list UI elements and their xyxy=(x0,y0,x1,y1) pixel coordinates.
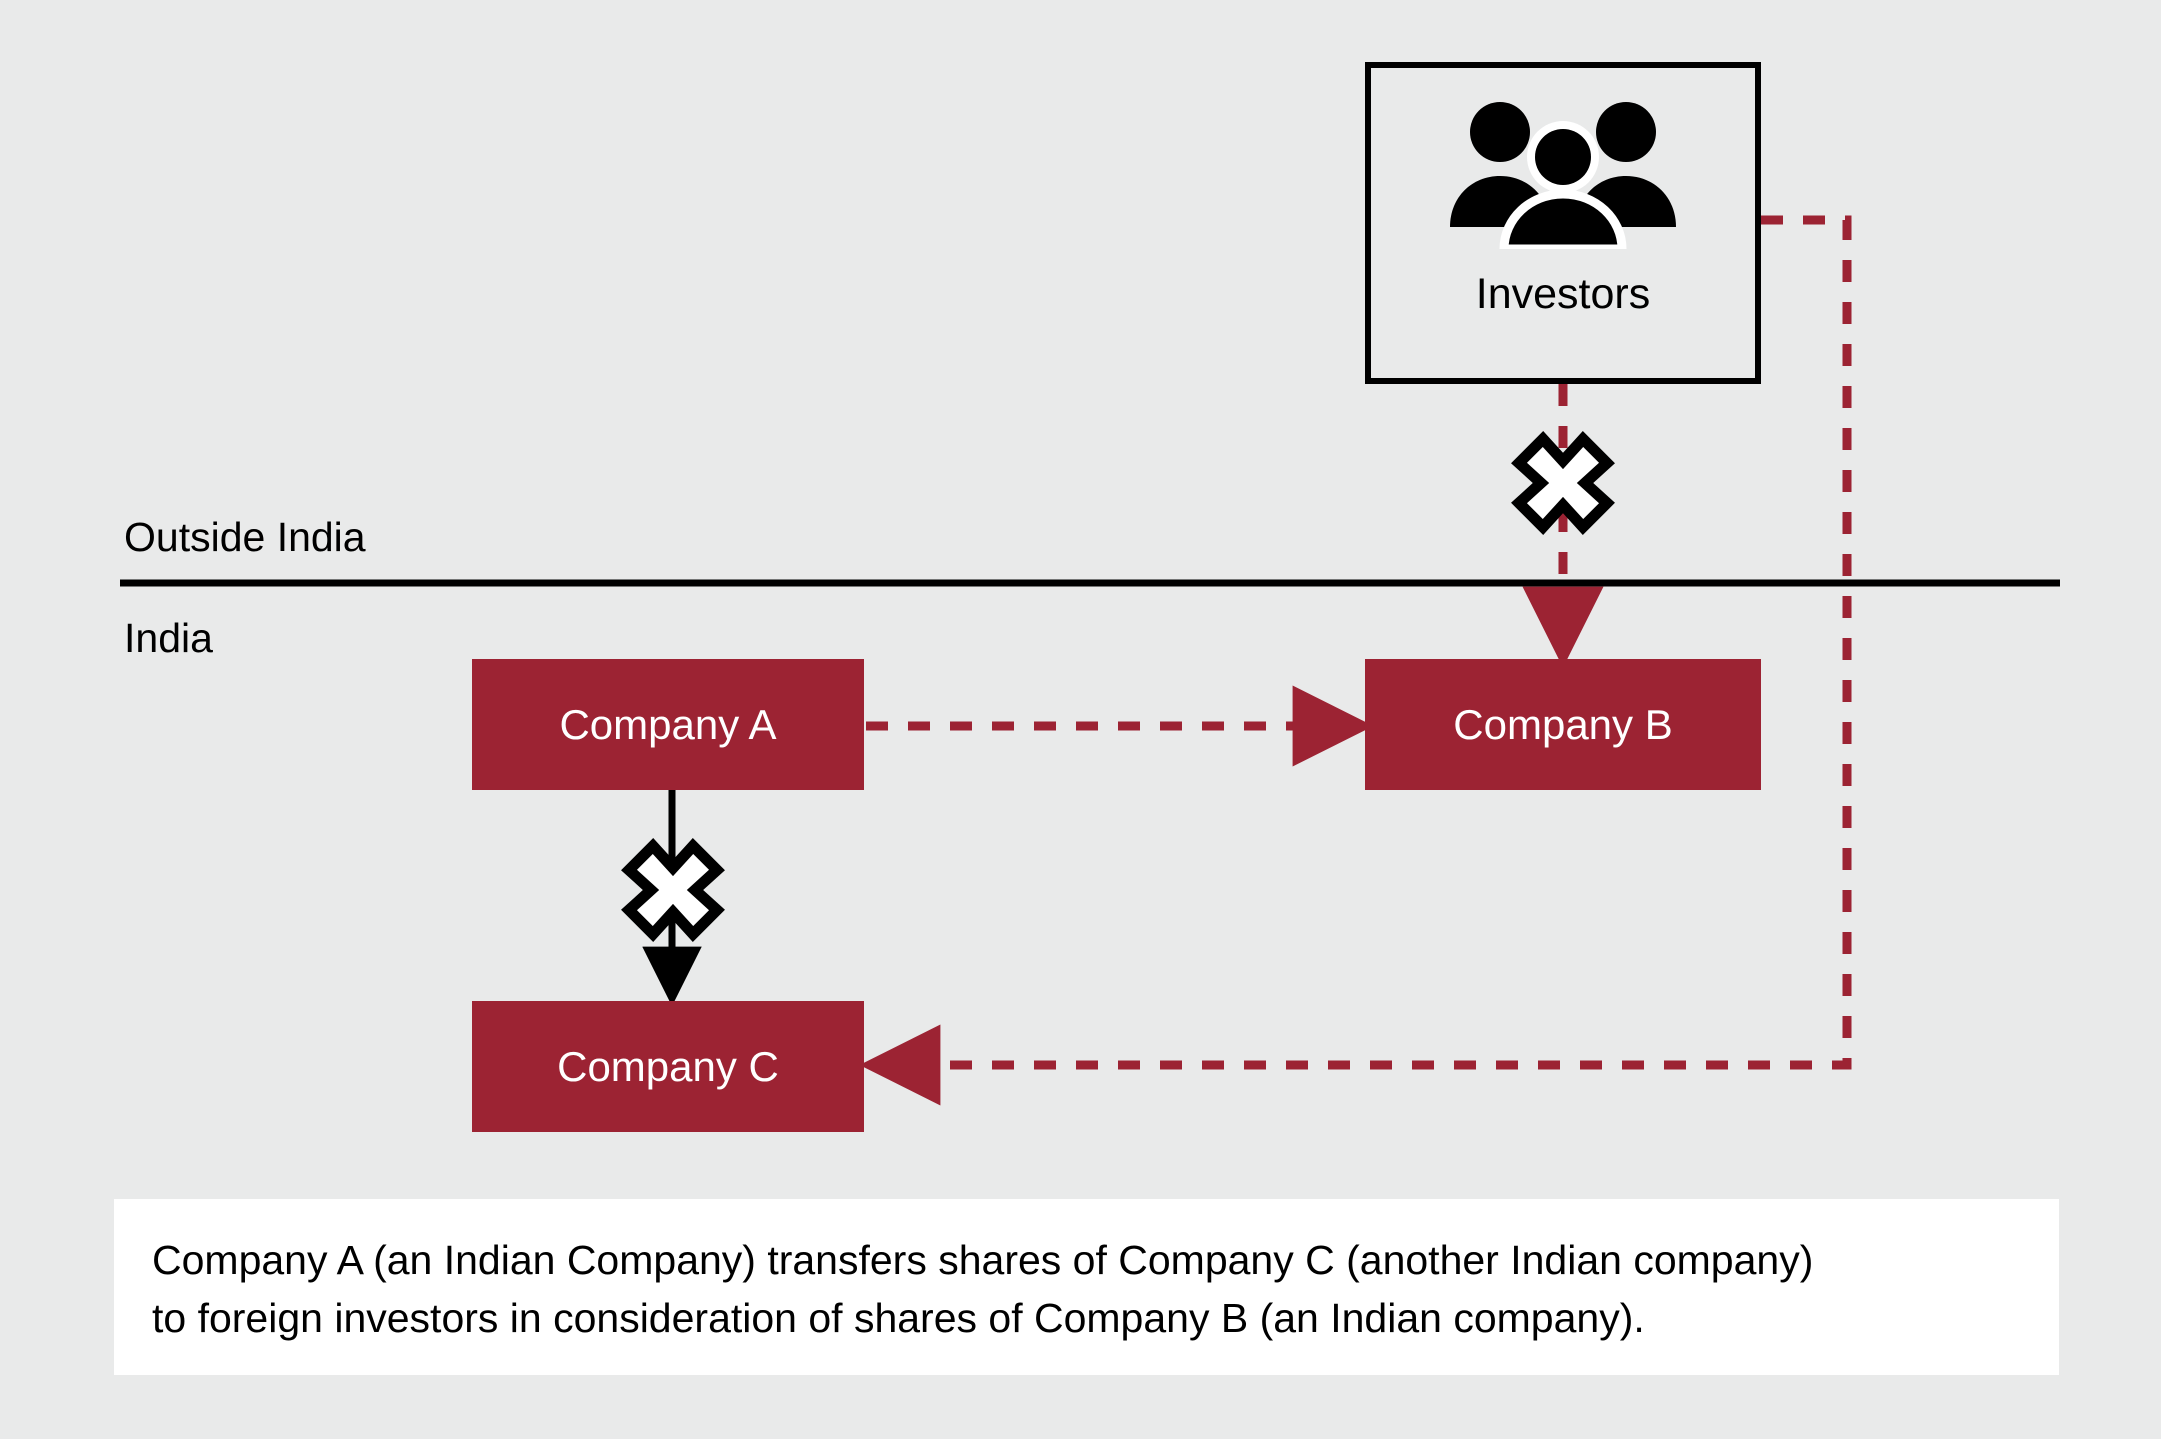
entity-investors-label: Investors xyxy=(1475,270,1651,318)
cross-block-icon xyxy=(621,838,725,942)
jurisdiction-label-outside-india: Outside India xyxy=(124,514,366,560)
caption-line-2: to foreign investors in consideration of… xyxy=(152,1295,1645,1342)
caption-panel: Company A (an Indian Company) transfers … xyxy=(114,1199,2059,1375)
entity-company-a-label: Company A xyxy=(559,700,777,748)
cross-block-icon xyxy=(1511,431,1615,535)
entity-company-c-label: Company C xyxy=(557,1042,779,1090)
jurisdiction-label-india: India xyxy=(124,615,213,661)
people-group-icon xyxy=(1450,102,1676,249)
caption-line-1: Company A (an Indian Company) transfers … xyxy=(152,1237,1814,1283)
entity-company-c[interactable]: Company C xyxy=(472,1001,864,1132)
entity-company-b[interactable]: Company B xyxy=(1365,659,1761,790)
entity-company-a[interactable]: Company A xyxy=(472,659,864,790)
entity-investors[interactable]: Investors xyxy=(1365,62,1761,384)
entity-company-b-label: Company B xyxy=(1453,700,1673,748)
